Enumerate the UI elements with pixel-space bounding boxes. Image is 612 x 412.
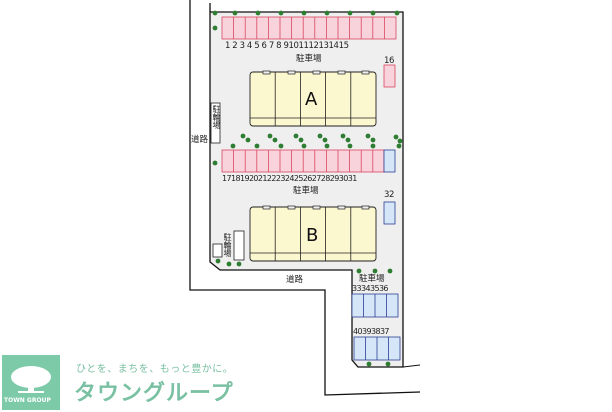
- space-32-label: 32: [384, 190, 395, 200]
- town-group-logo: [2, 355, 60, 410]
- parking-label-bottom: 駐車場: [359, 274, 385, 284]
- road-label-bottom: 道路: [286, 275, 304, 285]
- bike-parking-label-a: 駐輪場: [212, 105, 221, 129]
- road-label-left: 道路: [191, 135, 209, 145]
- bike-parking-label-b: 駐輪場: [223, 233, 232, 257]
- parking-label-top: 駐車場: [296, 54, 322, 64]
- row2-space-numbers: 171819202122232425262728293031: [222, 174, 357, 183]
- row1-space-numbers: 1 2 3 4 5 6 7 8 9101112131415: [225, 41, 349, 51]
- group3-bottom-numbers: 40393837: [353, 327, 390, 336]
- logo-brand-name: タウングループ: [74, 381, 234, 406]
- space-16-label: 16: [384, 56, 395, 66]
- tree-logo-icon: [11, 366, 51, 393]
- logo-tagline: ひとを、まちを、もっと豊かに。: [76, 364, 234, 375]
- tree-icon: [212, 10, 403, 367]
- group3-top-numbers: 33343536: [352, 284, 389, 293]
- parking-label-middle: 駐車場: [293, 186, 319, 196]
- logo-english-text: TOWN GROUP: [4, 397, 51, 404]
- building-a-label: A: [305, 89, 318, 110]
- building-b-label: B: [306, 225, 319, 246]
